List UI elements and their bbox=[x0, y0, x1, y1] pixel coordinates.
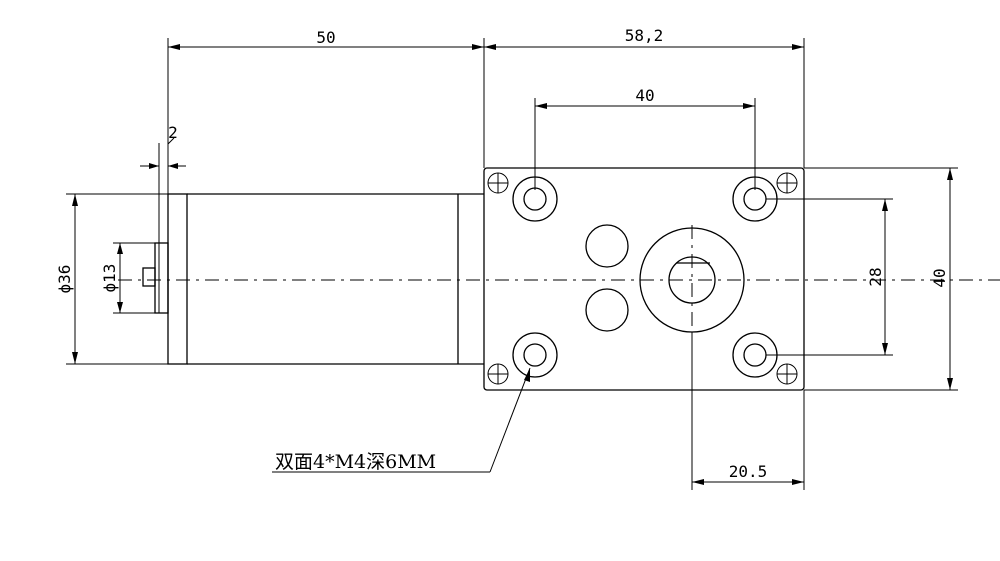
corner-screw-icon bbox=[487, 172, 509, 194]
corner-screw-icon bbox=[776, 172, 798, 194]
dim-gearbox-length: 58,2 bbox=[484, 26, 805, 168]
blind-hole-icon bbox=[585, 224, 629, 268]
motor-terminal bbox=[142, 267, 156, 287]
dim-shaft-offset-label: 20.5 bbox=[729, 462, 768, 481]
dim-gearbox-height-label: 40 bbox=[930, 268, 949, 287]
dim-gearbox-height: 40 bbox=[804, 167, 958, 391]
mount-hole-icon bbox=[512, 332, 558, 378]
dim-mount-spacing-v: 28 bbox=[766, 198, 893, 356]
dim-mount-spacing-h: 40 bbox=[534, 86, 756, 190]
gearbox-outline bbox=[483, 167, 805, 391]
dim-motor-length-label: 50 bbox=[316, 28, 335, 47]
centerlines bbox=[118, 225, 1000, 335]
dim-boss-diameter-label: ϕ13 bbox=[100, 264, 119, 293]
blind-hole-icon bbox=[585, 288, 629, 332]
dim-mount-spacing-v-label: 28 bbox=[866, 267, 885, 286]
dim-motor-length: 50 bbox=[167, 28, 485, 194]
motor-boss bbox=[154, 242, 169, 314]
dim-shaft-offset: 20.5 bbox=[691, 335, 805, 490]
dim-flange-thickness-label: 2 bbox=[168, 123, 178, 142]
motor-end-flange bbox=[167, 193, 188, 365]
dim-boss-diameter: ϕ13 bbox=[100, 242, 155, 314]
dim-motor-diameter: ϕ36 bbox=[55, 193, 168, 365]
corner-screw-icon bbox=[487, 363, 509, 385]
corner-screw-icon bbox=[776, 363, 798, 385]
dim-flange-thickness: 2 bbox=[140, 123, 186, 243]
mount-hole-note: 双面4*M4深6MM bbox=[272, 367, 531, 473]
mount-hole-note-label: 双面4*M4深6MM bbox=[275, 451, 436, 473]
gearbox bbox=[483, 167, 805, 391]
dim-motor-diameter-label: ϕ36 bbox=[55, 265, 74, 294]
motor-body bbox=[142, 193, 484, 365]
dim-gearbox-length-label: 58,2 bbox=[625, 26, 664, 45]
dim-mount-spacing-h-label: 40 bbox=[635, 86, 654, 105]
